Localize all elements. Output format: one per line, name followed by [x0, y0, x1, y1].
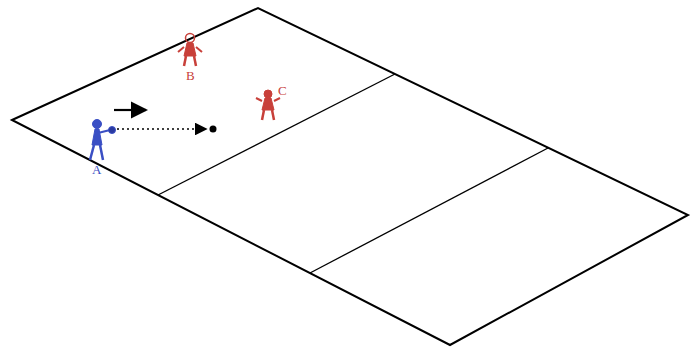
player-figure [90, 120, 116, 161]
movement-arrow [114, 109, 146, 111]
player-label: A [92, 163, 101, 176]
player-label: C [278, 84, 287, 97]
pass-arrow [117, 128, 206, 130]
court-line [310, 148, 548, 273]
ball [210, 126, 217, 133]
court-outline [12, 8, 688, 345]
player-label: B [186, 69, 195, 82]
player-figure [256, 90, 280, 120]
court-line [158, 74, 395, 195]
player-figure [178, 34, 202, 67]
